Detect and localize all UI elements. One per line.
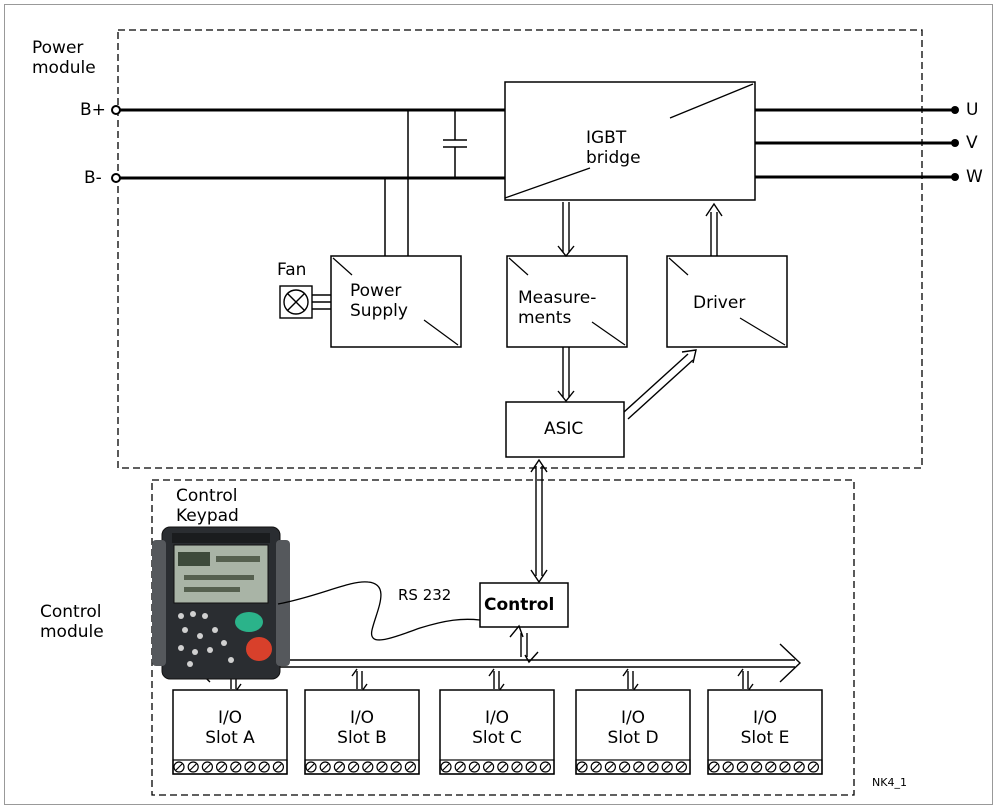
screw-terminal-icon [305, 761, 317, 773]
fan-symbol [279, 285, 331, 319]
screw-terminal-icon [348, 761, 360, 773]
screw-terminal-icon [807, 761, 820, 773]
dc-link-capacitor [443, 110, 467, 178]
slot-terminal-strips [172, 759, 823, 775]
u-terminal [951, 106, 959, 114]
asic-control-link [530, 458, 548, 584]
screw-terminal-icon [618, 761, 631, 773]
igbt-to-measurements-arrow [557, 202, 575, 258]
screw-terminal-icon [590, 761, 602, 773]
screw-terminal-icon [258, 761, 270, 773]
screw-terminal-icon [244, 761, 256, 773]
motor-outputs [755, 108, 955, 179]
screw-terminal-icon [404, 761, 416, 773]
v-terminal [951, 139, 959, 147]
screw-terminal-icon [319, 761, 331, 773]
screw-terminal-icon [793, 761, 805, 773]
control-box [479, 582, 569, 628]
asic-box [505, 401, 625, 458]
screw-terminal-icon [576, 761, 588, 773]
measurements-label: Measure- ments [518, 288, 597, 328]
screw-terminal-icon [376, 761, 388, 773]
screw-terminal-icon [750, 761, 763, 773]
dc-bus [118, 108, 505, 180]
screw-terminal-icon [230, 761, 242, 773]
measurements-to-asic-arrow [557, 347, 575, 403]
b-plus-label: B+ [80, 100, 106, 120]
screw-terminal-icon [173, 761, 185, 773]
screw-terminal-icon [661, 761, 673, 773]
screw-terminal-icon [736, 761, 749, 773]
control-label: Control [484, 595, 555, 615]
w-label: W [966, 167, 983, 187]
screw-terminal-icon [187, 761, 199, 773]
asic-to-driver-arrow [623, 349, 697, 420]
screw-terminal-icon [272, 761, 284, 773]
rs232-cable [277, 581, 481, 641]
screw-terminal-icon [390, 761, 402, 773]
b-minus-terminal [111, 173, 121, 183]
screw-terminal-icon [604, 761, 617, 773]
screw-terminal-icon [333, 761, 345, 773]
power-module-boundary [117, 29, 923, 469]
screw-terminal-icon [440, 761, 452, 773]
igbt-bridge-box [504, 81, 756, 201]
slot-terminal-strip [439, 759, 555, 775]
slot-terminal-strip [707, 759, 823, 775]
screw-terminal-icon [497, 761, 509, 773]
screw-terminal-icon [468, 761, 480, 773]
screw-terminal-icon [647, 761, 659, 773]
screw-terminal-icon [362, 761, 374, 773]
b-minus-label: B- [84, 168, 102, 188]
screw-terminal-icon [722, 761, 734, 773]
screw-terminal-icon [675, 761, 688, 773]
control-module-title: Control module [40, 602, 104, 642]
figure-id: NK4_1 [872, 776, 907, 789]
b-plus-terminal [111, 105, 121, 115]
screw-terminal-icon [633, 761, 645, 773]
u-label: U [966, 100, 979, 120]
power-supply-label: Power Supply [350, 281, 408, 321]
fan-label: Fan [277, 260, 307, 280]
slot-terminal-strip [172, 759, 288, 775]
screw-terminal-icon [525, 761, 537, 773]
driver-to-igbt-arrow [705, 202, 723, 256]
power-supply-feed [384, 110, 409, 256]
power-module-title: Power module [32, 38, 96, 78]
slot-bus-links [225, 668, 754, 692]
screw-terminal-icon [765, 761, 777, 773]
driver-box [666, 255, 788, 348]
screw-terminal-icon [454, 761, 466, 773]
screw-terminal-icon [201, 761, 213, 773]
w-terminal [951, 173, 959, 181]
driver-label: Driver [693, 293, 746, 313]
screw-terminal-icon [483, 761, 495, 773]
screw-terminal-icon [511, 761, 523, 773]
slot-terminal-strip [575, 759, 691, 775]
igbt-bridge-label: IGBT bridge [586, 128, 641, 168]
screw-terminal-icon [779, 761, 791, 773]
screw-terminal-icon [216, 761, 228, 773]
v-label: V [966, 133, 978, 153]
control-bus-link [509, 624, 539, 664]
slot-terminal-strip [304, 759, 420, 775]
rs232-label: RS 232 [398, 586, 452, 604]
figure-frame [4, 4, 993, 805]
keypad-title: Control Keypad [176, 486, 239, 526]
keypad-device [152, 526, 290, 680]
asic-label: ASIC [544, 419, 584, 439]
screw-terminal-icon [708, 761, 720, 773]
screw-terminal-icon [539, 761, 552, 773]
